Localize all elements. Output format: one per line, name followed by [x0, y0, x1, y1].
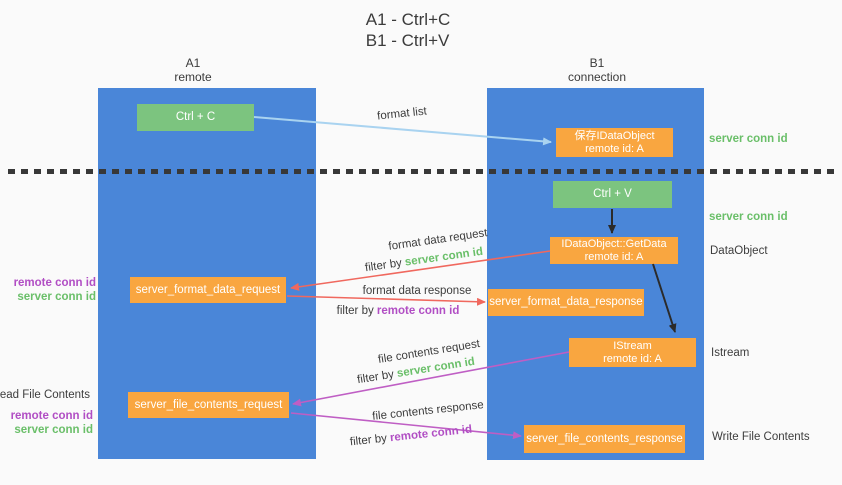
- label-file-contents-response: file contents response: [371, 399, 485, 423]
- node-file-request-label: server_file_contents_request: [134, 398, 283, 411]
- node-format-response-label: server_format_data_response: [489, 296, 643, 308]
- node-save-idataobject-line1: 保存IDataObject: [574, 129, 655, 142]
- label-format-data-response: format data response: [362, 285, 472, 297]
- node-istream-line2: remote id: A: [603, 352, 662, 365]
- label-format-data-response-filter: filter by remote conn id: [337, 305, 460, 317]
- label-format-data-request-filter: filter by server conn id: [364, 246, 483, 274]
- label-dataobject: DataObject: [710, 245, 768, 257]
- remote-conn-id-key: remote conn id: [389, 423, 473, 445]
- remote-conn-id-key: remote conn id: [376, 305, 460, 317]
- node-getdata-line1: IDataObject::GetData: [561, 237, 667, 250]
- diagram-title: A1 - Ctrl+C B1 - Ctrl+V: [366, 9, 451, 51]
- node-ctrl-c-label: Ctrl + C: [175, 111, 216, 123]
- label-server-conn-id-top: server conn id: [709, 133, 788, 145]
- remote-conn-id-label: remote conn id: [13, 277, 96, 289]
- title-line-2: B1 - Ctrl+V: [365, 31, 450, 50]
- label-format-list: format list: [376, 105, 428, 123]
- title-line-1: A1 - Ctrl+C: [365, 10, 451, 29]
- label-read-file-contents: Read File Contents: [0, 389, 90, 401]
- node-ctrl-v-label: Ctrl + V: [593, 188, 632, 200]
- filter-by-text: filter by: [349, 432, 391, 449]
- node-getdata-line2: remote id: A: [584, 250, 644, 263]
- lane-a1-role: remote: [174, 70, 212, 84]
- label-left-conn-ids-format: remote conn id server conn id: [14, 277, 96, 304]
- label-left-conn-ids-file: remote conn id server conn id: [11, 410, 93, 437]
- node-server-format-data-response: server_format_data_response: [488, 289, 644, 316]
- node-istream-line1: IStream: [613, 339, 652, 352]
- label-file-contents-request-filter: filter by server conn id: [356, 356, 475, 386]
- filter-by-text: filter by: [356, 368, 398, 387]
- server-conn-id-label: server conn id: [14, 423, 93, 436]
- lane-b1-role: connection: [567, 70, 627, 84]
- server-conn-id-key: server conn id: [404, 245, 484, 269]
- lane-b1-name: B1: [589, 56, 605, 70]
- node-file-response-label: server_file_contents_response: [526, 432, 683, 445]
- session-separator-dotted-line: [8, 169, 834, 174]
- node-ctrl-v: Ctrl + V: [553, 181, 672, 208]
- node-format-request-label: server_format_data_request: [135, 283, 281, 296]
- node-server-format-data-request: server_format_data_request: [130, 277, 286, 303]
- node-save-idataobject: 保存IDataObject remote id: A: [556, 128, 673, 157]
- node-ctrl-c: Ctrl + C: [137, 104, 254, 131]
- lane-a1-name: A1: [185, 56, 201, 70]
- server-conn-id-label: server conn id: [17, 290, 96, 303]
- remote-conn-id-label: remote conn id: [10, 410, 93, 422]
- label-write-file-contents: Write File Contents: [712, 431, 810, 443]
- lane-header-a1: A1 remote: [174, 56, 211, 84]
- label-file-contents-response-filter: filter by remote conn id: [349, 424, 472, 449]
- node-istream: IStream remote id: A: [569, 338, 696, 367]
- node-server-file-contents-response: server_file_contents_response: [524, 425, 685, 453]
- lane-header-b1: B1 connection: [568, 56, 626, 84]
- filter-by-text: filter by: [364, 256, 406, 275]
- node-server-file-contents-request: server_file_contents_request: [128, 392, 289, 418]
- label-istream: Istream: [711, 347, 750, 359]
- node-idataobject-getdata: IDataObject::GetData remote id: A: [550, 237, 678, 264]
- filter-by-text: filter by: [336, 305, 377, 317]
- label-server-conn-id-mid: server conn id: [709, 211, 788, 223]
- node-save-idataobject-line2: remote id: A: [585, 142, 644, 155]
